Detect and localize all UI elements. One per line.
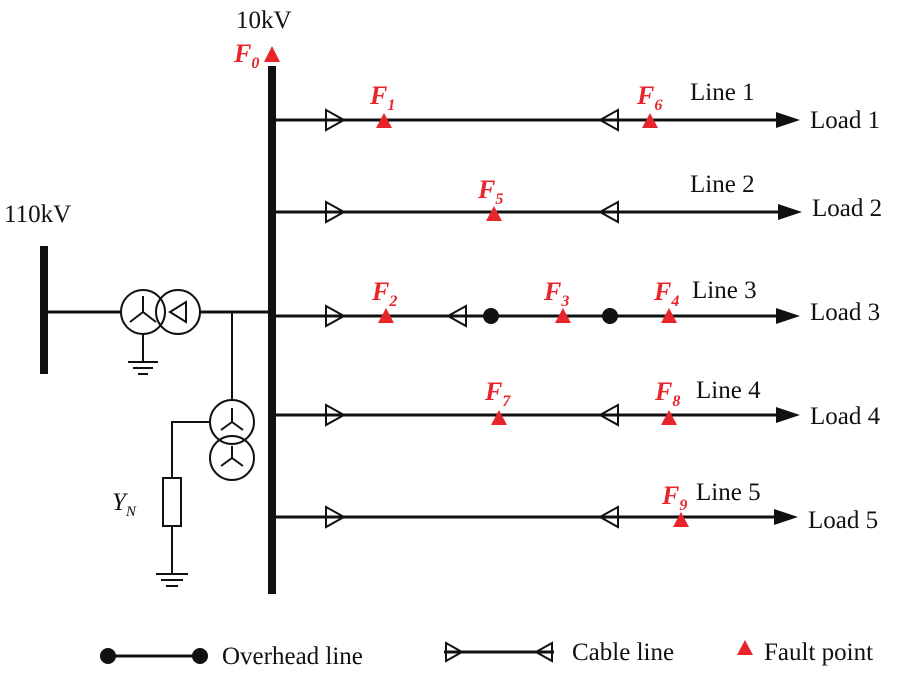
grounding-resistor bbox=[162, 477, 182, 527]
legend-fault-symbol bbox=[737, 640, 753, 655]
fault-marker-f9 bbox=[673, 512, 689, 527]
feeder-line-1: F1 F6 bbox=[272, 81, 800, 132]
fault-label-f0: F0 bbox=[233, 39, 259, 72]
load-4-label: Load 4 bbox=[810, 403, 881, 430]
legend: Overhead line Cable line Fault point bbox=[100, 639, 873, 670]
fault-label-f8: F8 bbox=[654, 377, 680, 410]
hv-bus-label: 110kV bbox=[4, 201, 71, 228]
feeder-line-2: F5 bbox=[272, 175, 802, 224]
neutral-lead bbox=[171, 421, 210, 478]
fault-marker-f4 bbox=[661, 308, 677, 323]
feeder-line-5: F9 bbox=[272, 481, 798, 529]
fault-label-f3: F3 bbox=[543, 277, 569, 310]
main-transformer-icon bbox=[120, 289, 201, 362]
fault-marker-f6 bbox=[642, 113, 658, 128]
fault-marker-f3 bbox=[555, 308, 571, 323]
fault-marker-f1 bbox=[376, 113, 392, 128]
legend-fault-label: Fault point bbox=[764, 639, 873, 666]
line-5-label: Line 5 bbox=[696, 479, 761, 506]
line-1-label: Line 1 bbox=[690, 79, 755, 106]
fault-marker-f8 bbox=[661, 410, 677, 425]
fault-marker-f0 bbox=[264, 46, 280, 62]
feeder-line-3: F2 F3 F4 bbox=[272, 277, 800, 328]
load-1-label: Load 1 bbox=[810, 107, 880, 134]
fault-label-f2: F2 bbox=[371, 277, 397, 310]
fault-marker-f5 bbox=[486, 206, 502, 221]
legend-overhead-label: Overhead line bbox=[222, 643, 363, 670]
fault-marker-f7 bbox=[491, 410, 507, 425]
line-4-label: Line 4 bbox=[696, 377, 761, 404]
load-5-label: Load 5 bbox=[808, 507, 878, 534]
ground-icon bbox=[156, 573, 188, 587]
lv-bus-label: 10kV bbox=[236, 7, 292, 34]
grounding-label: YN bbox=[112, 489, 137, 520]
ground-icon bbox=[128, 361, 158, 375]
fault-label-f9: F9 bbox=[661, 481, 687, 514]
fault-label-f1: F1 bbox=[369, 81, 395, 114]
fault-label-f7: F7 bbox=[484, 377, 511, 410]
grounding-transformer-icon bbox=[209, 399, 255, 481]
legend-cable-symbol bbox=[444, 641, 554, 663]
legend-overhead-symbol bbox=[100, 648, 208, 664]
line-3-label: Line 3 bbox=[692, 277, 757, 304]
load-3-label: Load 3 bbox=[810, 299, 880, 326]
feeder-line-4: F7 F8 bbox=[272, 377, 800, 427]
fault-label-f4: F4 bbox=[653, 277, 679, 310]
legend-cable-label: Cable line bbox=[572, 639, 674, 666]
line-2-label: Line 2 bbox=[690, 171, 755, 198]
fault-label-f5: F5 bbox=[477, 175, 503, 208]
fault-label-f6: F6 bbox=[636, 81, 662, 114]
load-2-label: Load 2 bbox=[812, 195, 882, 222]
fault-marker-f2 bbox=[378, 308, 394, 323]
